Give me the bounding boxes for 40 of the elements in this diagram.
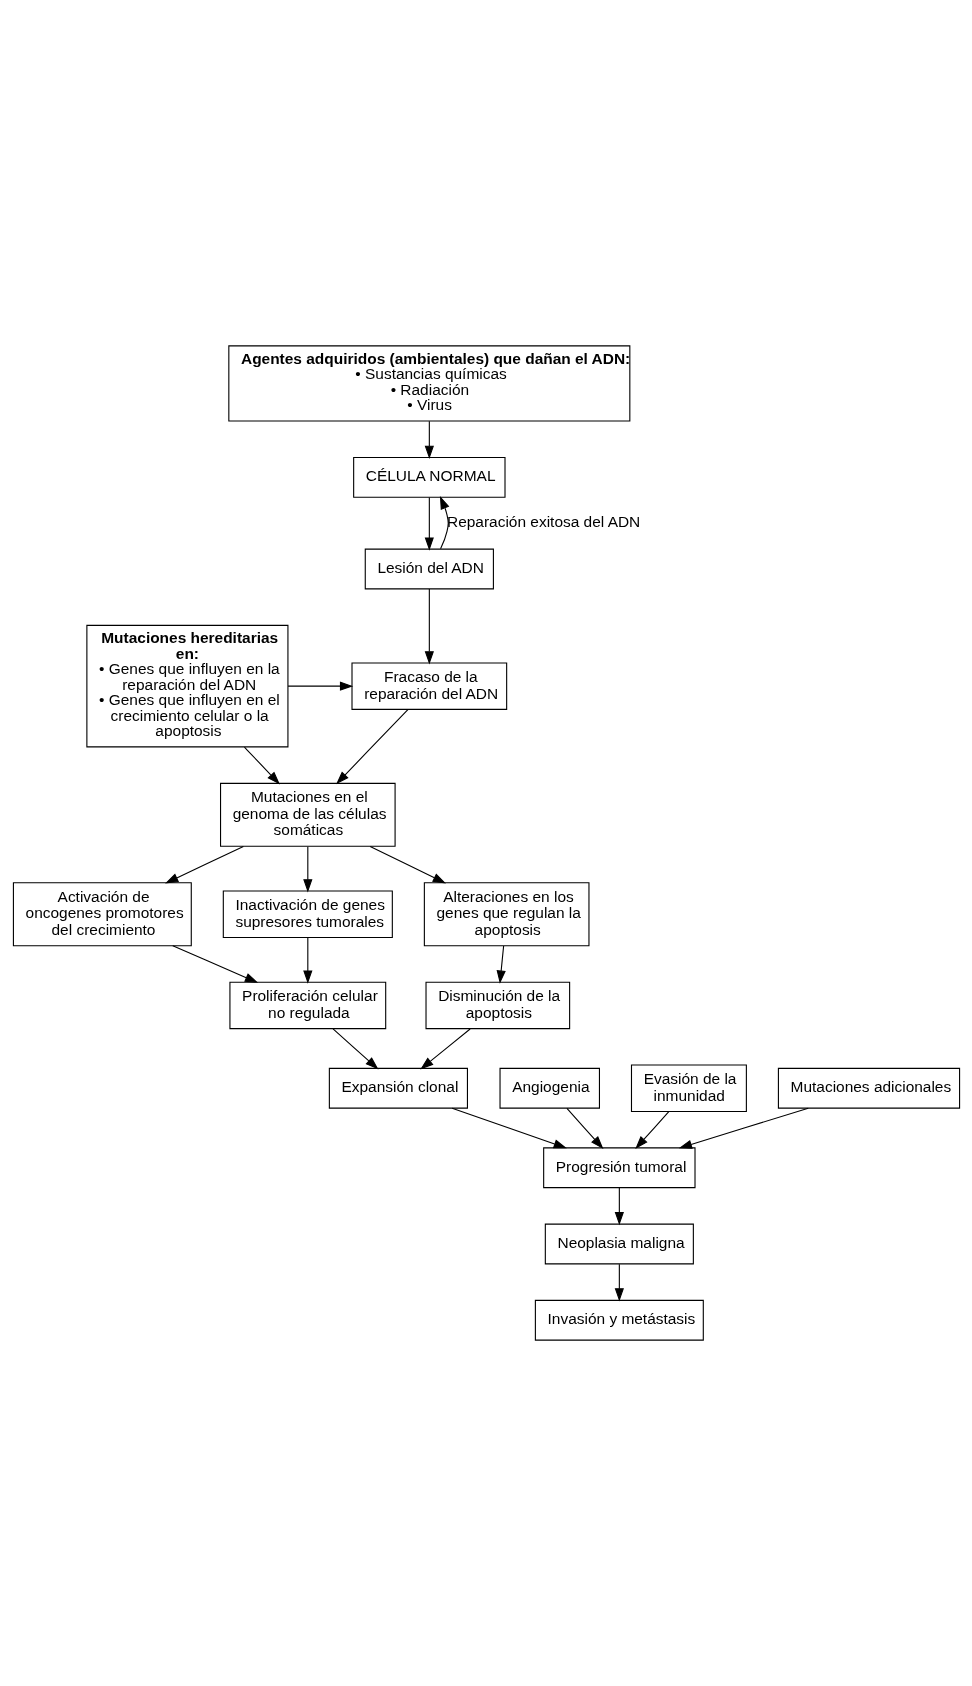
node-box: Progresión tumoral xyxy=(542,1147,696,1189)
arrow xyxy=(424,496,434,551)
node-box: Evasión de la inmunidad xyxy=(630,1064,747,1112)
node-box: Mutaciones adicionales xyxy=(777,1067,960,1109)
arrow xyxy=(678,1107,809,1149)
node-box: Alteraciones en los genes que regulan la apoptosis xyxy=(423,882,589,947)
arrow xyxy=(419,1028,471,1070)
node-box: Lesión del ADN xyxy=(364,548,494,590)
arrow xyxy=(614,1263,624,1302)
arrow xyxy=(302,846,312,893)
node-box: Mutaciones hereditarias en: • Genes que influyen en la reparación del ADN • Genes que influyen en el crecimiento celular o la apoptosis xyxy=(85,624,288,748)
arrow xyxy=(565,1107,603,1149)
node-box: Mutaciones en el genoma de las células somáticas xyxy=(219,782,396,847)
arrow xyxy=(302,937,312,984)
node-box: Activación de oncogenes promotores del crecimiento xyxy=(12,882,192,947)
arrow xyxy=(332,1028,379,1070)
arrow xyxy=(424,420,434,459)
arrow xyxy=(335,709,408,785)
arrow xyxy=(614,1187,624,1226)
arrow xyxy=(439,496,449,550)
node-box: Invasión y metástasis xyxy=(534,1299,704,1341)
arrow xyxy=(287,681,353,691)
arrow xyxy=(171,945,258,983)
node-box: CÉLULA NORMAL xyxy=(352,456,506,498)
node-box: Proliferación celular no regulada xyxy=(228,981,386,1030)
node-box: Angiogenia xyxy=(498,1067,600,1109)
arrow xyxy=(164,845,244,884)
arrow xyxy=(634,1111,669,1149)
arrow xyxy=(243,746,280,785)
node-box: Neoplasia maligna xyxy=(544,1223,694,1265)
node-box: Fracaso de la reparación del ADN xyxy=(350,662,507,710)
arrow xyxy=(369,845,446,884)
arrow xyxy=(424,588,434,665)
node-box: Expansión clonal xyxy=(328,1067,468,1109)
edge-label: Reparación exitosa del ADN xyxy=(446,513,640,531)
node-box: Disminución de la apoptosis xyxy=(424,981,570,1030)
arrow xyxy=(496,945,506,984)
node-box: Agentes adquiridos (ambientales) que dañan el ADN: • Sustancias químicas • Radiación • Virus xyxy=(227,345,630,422)
node-box: Inactivación de genes supresores tumorales xyxy=(222,890,393,938)
arrow xyxy=(451,1107,567,1149)
